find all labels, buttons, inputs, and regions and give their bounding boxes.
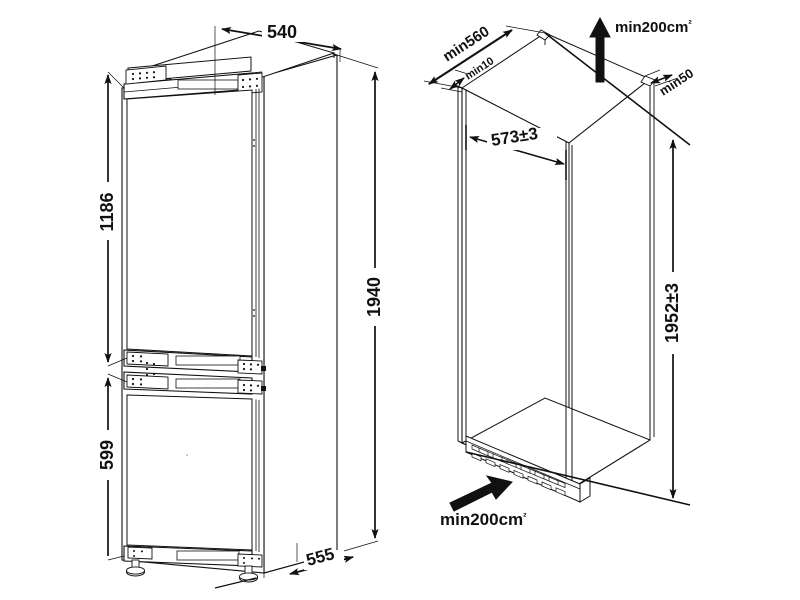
bottom-rail-assembly — [123, 545, 338, 583]
dimension-label-1940: 1940 — [364, 277, 384, 317]
vent-label-bottom: min200cm² — [440, 510, 527, 529]
middle-left-hinge — [126, 351, 169, 390]
dim-line-min50 — [650, 74, 673, 84]
vent-label-top: min200cm² — [615, 19, 692, 36]
leveling-foot-left — [126, 559, 145, 577]
dimension-width-540: 540 — [214, 20, 342, 95]
ext-line-1952-bottom — [465, 451, 691, 506]
fridge-door-panel — [126, 88, 260, 358]
leveling-foot-right — [239, 565, 258, 583]
freezer-door-panel — [126, 394, 260, 552]
middle-right-hinge — [237, 359, 263, 395]
vent-arrow-diag-glyph — [449, 475, 513, 512]
bottom-rail-slot — [176, 550, 240, 561]
bottom-vent-arrow: min200cm² — [440, 475, 527, 529]
appliance-view: 540 1186 599 1940 — [96, 20, 387, 589]
top-rail-slot — [177, 79, 239, 90]
dimension-height-1186: 1186 — [96, 71, 128, 367]
dim-line-573 — [469, 136, 565, 165]
appliance-right-face — [263, 54, 338, 574]
niche-body — [457, 29, 656, 492]
top-vent-arrow: min200cm² — [589, 16, 692, 83]
dimension-1952: 1952±3 — [465, 32, 691, 506]
dimension-573: 573±3 — [465, 124, 567, 180]
middle-rail-slot-lower — [175, 378, 241, 389]
dimension-label-540: 540 — [267, 22, 297, 42]
ext-line-1952-top — [544, 32, 691, 146]
top-left-bracket — [125, 65, 167, 85]
top-mounting-rail — [123, 56, 263, 100]
dimension-label-1186: 1186 — [97, 192, 117, 231]
dimension-height-1940: 1940 — [336, 54, 387, 554]
dimension-label-599: 599 — [97, 440, 117, 470]
middle-rail-slot-upper — [175, 355, 241, 366]
vent-arrow-up-glyph — [589, 16, 611, 83]
middle-hinge-assembly — [123, 349, 266, 395]
dimension-depth-555: 555 — [214, 543, 354, 589]
niche-view: min200cm² min200cm² min560 min10 min50 — [423, 16, 696, 529]
dimension-height-599: 599 — [96, 373, 128, 561]
dim-line-min560 — [428, 29, 513, 85]
dim-line-min10 — [449, 77, 465, 90]
grille-side-face — [579, 477, 591, 503]
top-right-bracket — [237, 72, 263, 95]
dimension-label-1952: 1952±3 — [662, 283, 682, 343]
